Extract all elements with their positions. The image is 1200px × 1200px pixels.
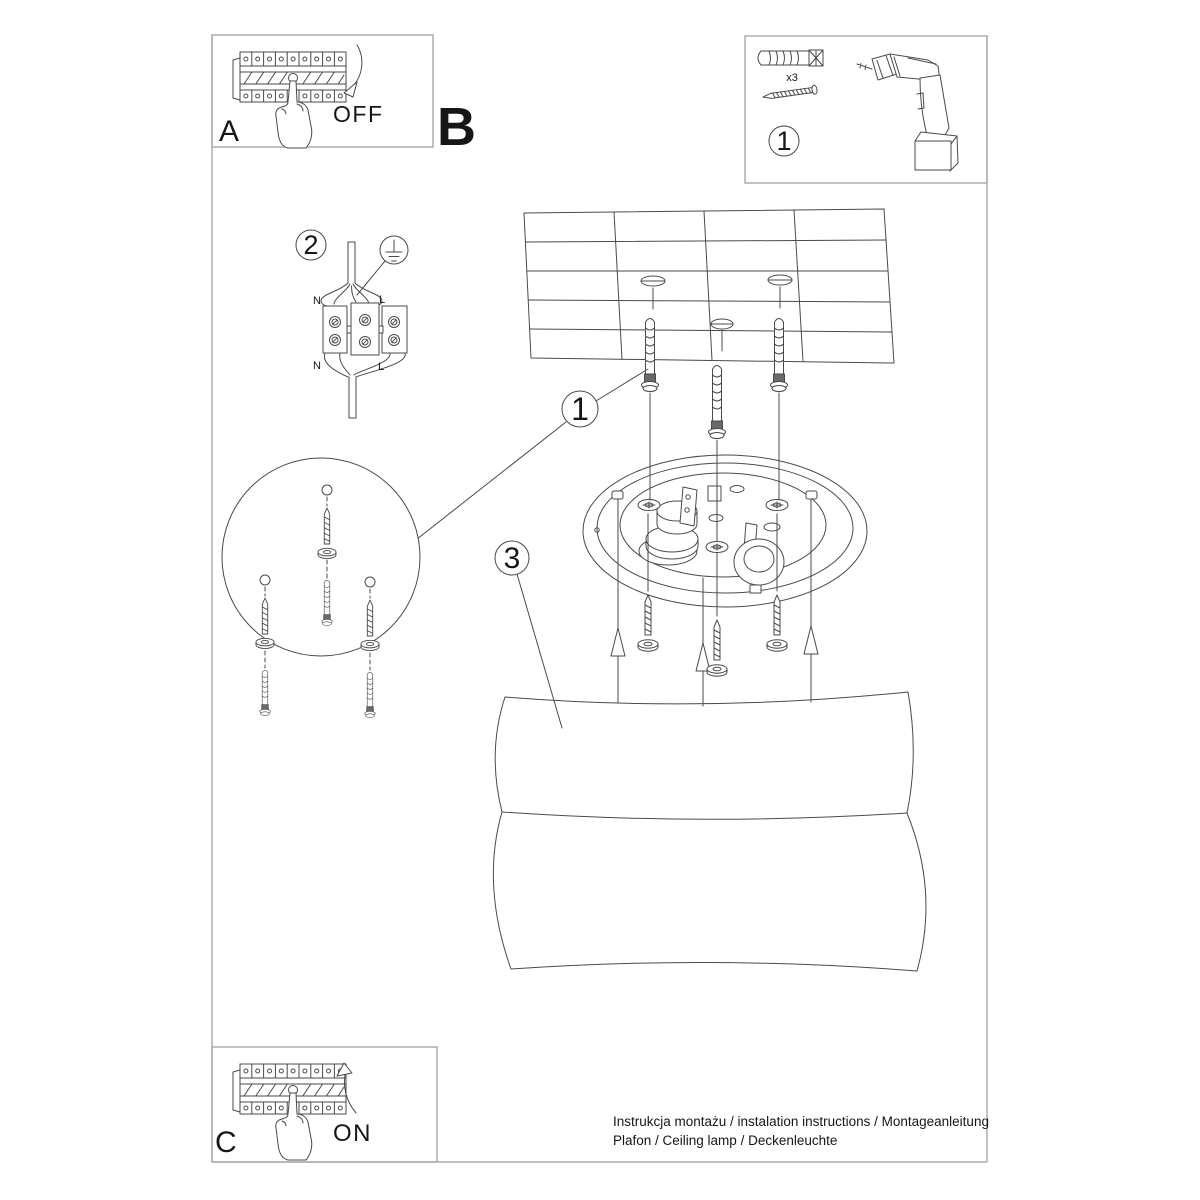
wall-plug-icon	[259, 669, 271, 716]
wall-plug-icon	[708, 365, 726, 439]
callout-3-badge	[494, 540, 530, 576]
callout-1-badge	[561, 390, 599, 428]
step-c-label: C	[215, 1126, 237, 1159]
plate-tab	[805, 490, 818, 500]
mounting-plate	[582, 454, 868, 608]
page-frame	[211, 34, 988, 1163]
live-top-label: L	[379, 294, 385, 306]
step-a: A OFF	[219, 44, 384, 149]
cable-clamp	[707, 485, 722, 502]
drilling-detail-circle	[221, 457, 421, 718]
parts-required: x3 1	[757, 49, 959, 172]
ceiling-hole	[640, 274, 793, 330]
off-label: OFF	[333, 101, 384, 127]
callout-1-number: 1	[571, 391, 589, 427]
lamp-shade	[492, 691, 927, 972]
neutral-top-label: N	[313, 295, 321, 307]
step-b-label: B	[437, 97, 476, 157]
up-arrow-icon	[695, 642, 711, 672]
wiring-step: 2 N L	[295, 229, 409, 419]
wall-plug-icon	[364, 671, 376, 718]
parts-box	[744, 35, 988, 184]
wiring-step-number: 2	[303, 230, 318, 260]
arrow-down-head-icon	[343, 81, 358, 98]
step-a-box	[211, 34, 434, 148]
screw-icon	[706, 619, 728, 677]
mounting-screws	[610, 498, 819, 707]
wiring-step-badge	[295, 229, 327, 261]
step-c: C ON	[215, 1062, 372, 1161]
arrow-down-icon	[351, 44, 363, 88]
plate-screw-hole	[705, 541, 729, 553]
on-label: ON	[333, 1120, 372, 1147]
drill-icon	[856, 53, 959, 172]
callout-shade: 3	[494, 540, 563, 729]
plate-tab	[611, 490, 624, 500]
footer-line2: Plafon / Ceiling lamp / Deckenleuchte	[613, 1133, 837, 1148]
output-cable	[323, 352, 406, 419]
footer: Instrukcja montażu / instalation instruc…	[613, 1114, 989, 1148]
terminal-block	[322, 302, 408, 356]
step-c-box	[211, 1046, 438, 1163]
neutral-bottom-label: N	[313, 360, 321, 372]
wall-plug-icon	[770, 318, 788, 392]
up-arrow-icon	[803, 625, 819, 655]
plate-screw-hole	[637, 499, 661, 511]
supply-cable	[320, 241, 383, 307]
breaker-panel-icon	[232, 1063, 347, 1161]
lamp-socket-right	[733, 522, 785, 594]
ground-symbol-icon	[356, 235, 409, 296]
arrow-up-head-icon	[336, 1062, 353, 1077]
parts-step-badge	[768, 125, 800, 157]
parts-step-number: 1	[776, 126, 791, 156]
step-a-label: A	[219, 115, 239, 148]
wall-plug-icon	[757, 49, 824, 67]
callout-anchors: 1	[383, 368, 649, 566]
screw-icon	[637, 594, 659, 652]
lamp-socket-left	[638, 486, 699, 566]
ceiling-anchors	[641, 318, 788, 542]
footer-line1: Instrukcja montażu / instalation instruc…	[613, 1114, 989, 1129]
plate-screw-hole	[765, 499, 789, 511]
screw-icon	[762, 84, 818, 99]
breaker-panel-icon	[232, 51, 347, 149]
live-bottom-label: L	[378, 361, 384, 373]
anchor-quantity-label: x3	[786, 72, 798, 84]
up-arrow-icon	[610, 627, 626, 657]
callout-3-number: 3	[504, 542, 521, 575]
ceiling-panel	[523, 208, 895, 364]
